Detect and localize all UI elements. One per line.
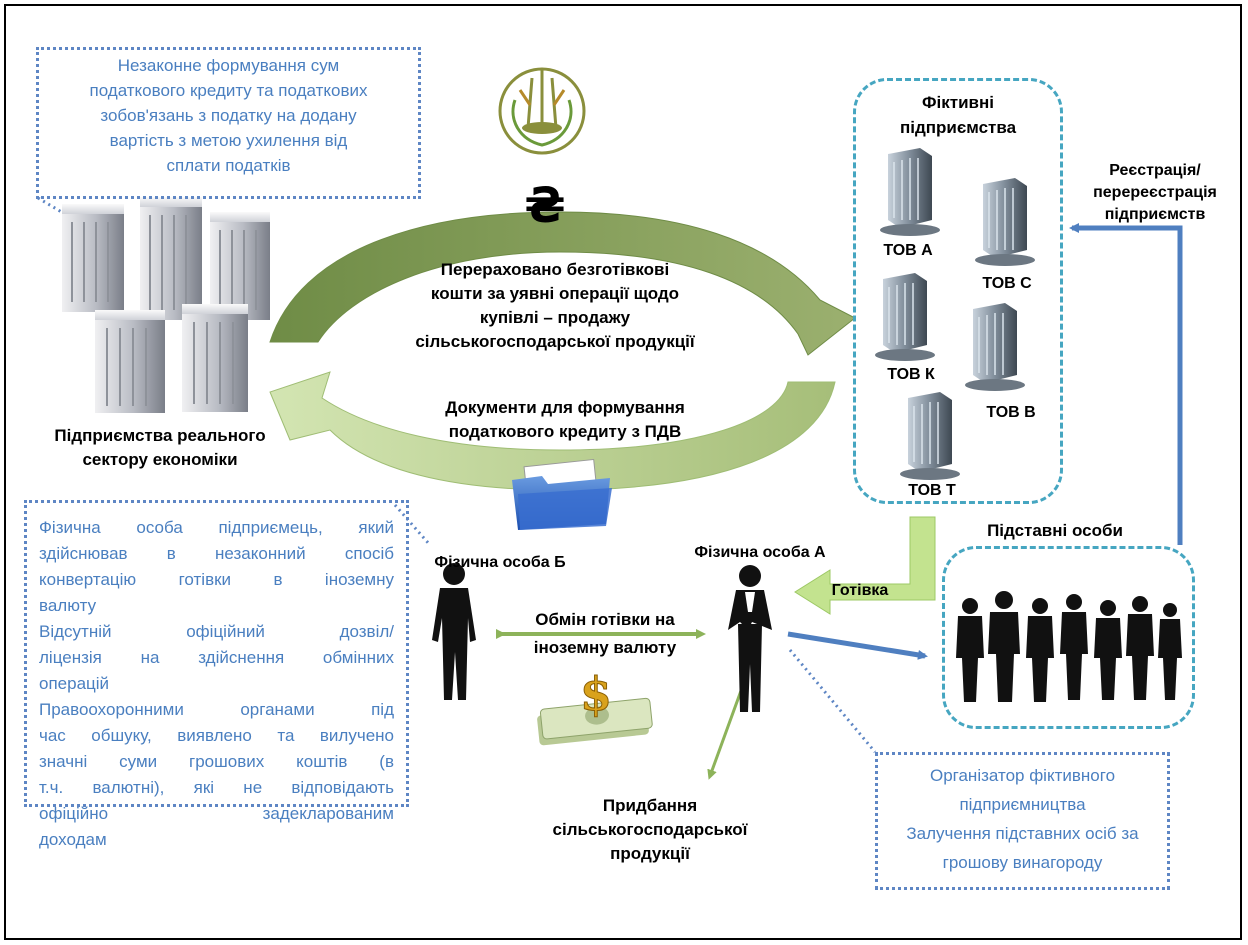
company-label-k: ТОВ К — [887, 366, 935, 383]
nominees-crowd-icon — [956, 591, 1182, 702]
right-note-line: грошову винагороду — [942, 853, 1103, 872]
top-note-line: податкового кредиту та податкових — [89, 81, 368, 100]
registration-label-line: підприємств — [1104, 206, 1206, 223]
fictive-title-line: Фіктивні — [922, 93, 994, 112]
exchange-label-line: Обмін готівки на — [535, 610, 675, 629]
company-label-c: ТОВ С — [982, 275, 1032, 292]
upper-arrow-label-line: купівлі – продажу — [479, 308, 631, 327]
purchase-label-line: сільськогосподарської — [552, 820, 748, 839]
money-stack-icon: $ — [537, 667, 653, 746]
left-note-line: Відсутній офіційний дозвіл/ — [39, 622, 394, 641]
nominees-arrow — [787, 631, 928, 660]
upper-arrow-label-line: Перераховано безготівкові — [440, 260, 670, 279]
right-note-box: Організатор фіктивного підприємництва За… — [875, 752, 1170, 890]
registration-label-line: перереєстрація — [1093, 184, 1217, 201]
upper-arrow-label: Перераховано безготівкові кошти за уявні… — [365, 258, 745, 354]
right-note-line: Залучення підставних осіб за — [906, 824, 1139, 843]
person-b-label: Фізична особа Б — [434, 554, 566, 571]
upper-arrow-label-line: кошти за уявні операції щодо — [430, 284, 680, 303]
tower-icon-b — [965, 303, 1025, 391]
purchase-label: Придбання сільськогосподарської продукці… — [530, 794, 770, 866]
tower-icon-a — [880, 148, 940, 236]
company-label-t: ТОВ Т — [908, 482, 956, 499]
fictive-enterprises-box — [853, 78, 1063, 504]
person-a-silhouette-icon — [728, 565, 772, 712]
top-note-box: Незаконне формування сум податкового кре… — [36, 47, 421, 199]
nominees-box — [942, 546, 1195, 729]
real-sector-label-line: сектору економіки — [82, 450, 238, 469]
purchase-label-line: продукції — [610, 844, 690, 863]
right-note-line: підприємництва — [959, 795, 1086, 814]
cash-label: Готівка — [831, 582, 889, 599]
left-note-line: т.ч. валютні), які не відповідають — [39, 778, 394, 797]
left-note-line: конвертацію готівки в іноземну — [39, 570, 394, 589]
upper-arrow-label-line: сільськогосподарської продукції — [415, 332, 695, 351]
real-sector-label-line: Підприємства реального — [54, 426, 266, 445]
left-note-line: Фізична особа підприємець, який — [39, 518, 394, 537]
left-note-line: час обшуку, виявлено та вилучено — [39, 726, 394, 745]
lower-arrow-label: Документи для формування податкового кре… — [390, 396, 740, 444]
ministry-emblem-icon — [498, 67, 586, 155]
fictive-enterprises-title: Фіктивні підприємства — [858, 90, 1058, 140]
nominees-title: Підставні особи — [987, 521, 1123, 540]
cash-arrow — [794, 516, 936, 615]
left-note-line: операцій — [39, 674, 110, 693]
left-note-line: валюту — [39, 596, 97, 615]
top-note-line: Незаконне формування сум — [117, 56, 340, 75]
hryvnia-icon: ₴ — [524, 178, 566, 234]
upper-curved-arrow — [269, 211, 856, 356]
lower-arrow-label-line: податкового кредиту з ПДВ — [448, 422, 682, 441]
top-note-line: вартість з метою ухилення від — [109, 131, 348, 150]
tower-icon-c — [975, 178, 1035, 266]
purchase-label-line: Придбання — [602, 796, 698, 815]
person-a-label: Фізична особа А — [694, 544, 826, 561]
left-note-line: доходам — [39, 830, 107, 849]
right-note-line: Організатор фіктивного — [929, 766, 1116, 785]
left-note-line: Правоохоронними органами під — [39, 700, 394, 719]
top-note-line: зобов'язань з податку на додану — [100, 106, 357, 125]
real-sector-label: Підприємства реального сектору економіки — [20, 424, 300, 472]
top-note-line: сплати податків — [166, 156, 291, 175]
left-note-line: значні суми грошових коштів (в — [39, 752, 394, 771]
left-note-line: ліцензія на здійснення обмінних — [39, 648, 394, 667]
company-label-b: ТОВ В — [986, 404, 1036, 421]
registration-label-line: Реєстрація/ — [1109, 162, 1201, 179]
registration-arrow — [1069, 223, 1183, 545]
real-sector-buildings-icon — [62, 197, 270, 413]
exchange-label-line: іноземну валюту — [533, 638, 677, 657]
diagram-frame — [4, 4, 1242, 940]
purchase-arrow — [707, 687, 744, 780]
svg-text:$: $ — [580, 667, 612, 721]
left-note-box: Фізична особа підприємець, який здійснюв… — [24, 500, 409, 849]
tower-icon-k — [875, 273, 935, 361]
person-b-silhouette-icon — [432, 563, 476, 700]
registration-label: Реєстрація/ перереєстрація підприємств — [1070, 160, 1240, 226]
tower-icon-t — [900, 392, 960, 480]
left-note-line: офіційно задекларованим — [39, 804, 394, 823]
exchange-label: Обмін готівки на іноземну валюту — [500, 608, 710, 660]
fictive-title-line: підприємства — [899, 118, 1017, 137]
left-note-line: здійснював в незаконний спосіб — [39, 544, 394, 563]
lower-arrow-label-line: Документи для формування — [445, 398, 685, 417]
documents-folder-icon — [512, 458, 612, 530]
lower-curved-arrow — [269, 371, 836, 491]
company-label-a: ТОВ А — [883, 242, 933, 259]
